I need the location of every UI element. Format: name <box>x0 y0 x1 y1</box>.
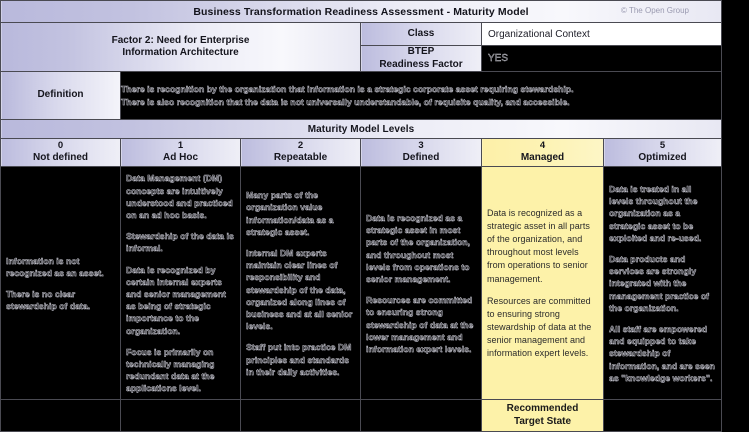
level-body-row: Information is not recognized as an asse… <box>0 166 723 400</box>
maturity-model-sheet: Business Transformation Readiness Assess… <box>0 0 723 432</box>
level-name-1: Ad Hoc <box>163 152 198 164</box>
btep-label-cell: BTEP Readiness Factor <box>360 45 482 72</box>
level-1-para-3: Focus is primarily on technically managi… <box>126 346 215 394</box>
level-name-5: Optimized <box>638 152 687 164</box>
level-body-2: Many parts of the organization value inf… <box>240 166 361 400</box>
factor-label-line2: Information Architecture <box>122 47 239 58</box>
page-title: Business Transformation Readiness Assess… <box>193 5 529 18</box>
level-footer-4: Recommended Target State <box>481 398 604 432</box>
factor-row-btep: BTEP Readiness Factor YES <box>1 45 723 72</box>
level-footer-5 <box>602 398 723 432</box>
definition-row: Definition There is recognition by the o… <box>0 70 723 121</box>
definition-line-2: There is also recognition that the data … <box>121 97 570 108</box>
level-5-para-1: Data products and services are strongly … <box>609 254 709 313</box>
factor-label-line1: Factor 2: Need for Enterprise <box>111 34 250 46</box>
class-value: Organizational Context <box>488 28 590 40</box>
class-label-cell: Class <box>360 22 482 46</box>
level-2-para-1: Internal DM experts maintain clear lines… <box>246 247 353 332</box>
level-header-4[interactable]: 4 Managed <box>481 138 604 168</box>
title-row: Business Transformation Readiness Assess… <box>0 0 723 23</box>
level-2-para-2: Staff put into practice DM principles an… <box>246 342 352 377</box>
level-body-5: Data is treated in all levels throughout… <box>602 166 723 400</box>
level-body-4: Data is recognized as a strategic asset … <box>481 166 604 400</box>
class-value-cell: Organizational Context <box>480 22 723 46</box>
document-title-cell: Business Transformation Readiness Assess… <box>0 0 723 23</box>
level-1-para-1: Stewardship of the data is informal. <box>126 231 234 254</box>
class-label: Class <box>407 27 435 39</box>
level-number-2: 2 <box>297 140 304 152</box>
level-header-3[interactable]: 3 Defined <box>360 138 482 168</box>
level-0-para-0: Information is not recognized as an asse… <box>6 255 104 278</box>
definition-label: Definition <box>37 89 84 101</box>
level-number-5: 5 <box>659 140 666 152</box>
level-footer-1 <box>120 398 241 432</box>
copyright-notice: © The Open Group <box>621 6 690 15</box>
level-footer-0 <box>0 398 121 432</box>
level-number-3: 3 <box>418 140 424 152</box>
level-body-1: Data Management (DM) concepts are intuit… <box>120 166 241 400</box>
recommended-target-state-line2: Target State <box>513 416 572 428</box>
level-number-0: 0 <box>57 140 64 152</box>
level-header-5[interactable]: 5 Optimized <box>602 138 723 168</box>
recommended-target-state-line1: Recommended <box>506 403 579 415</box>
definition-line-1: There is recognition by the organization… <box>121 84 574 94</box>
level-3-para-0: Data is recognized as a strategic asset … <box>366 212 470 284</box>
level-4-para-1: Resources are committed to ensuring stro… <box>487 295 592 358</box>
level-2-para-0: Many parts of the organization value inf… <box>246 190 334 237</box>
btep-value: YES <box>488 53 509 64</box>
level-name-2: Repeatable <box>273 152 328 164</box>
definition-label-cell: Definition <box>0 70 121 121</box>
level-1-para-0: Data Management (DM) concepts are intuit… <box>126 173 233 221</box>
maturity-model-table: Business Transformation Readiness Assess… <box>0 0 723 432</box>
level-header-1[interactable]: 1 Ad Hoc <box>120 138 241 168</box>
level-number-4: 4 <box>539 140 546 152</box>
level-body-0: Information is not recognized as an asse… <box>0 166 121 400</box>
level-0-para-1: There is no clear stewardship of data. <box>6 289 91 312</box>
level-header-2[interactable]: 2 Repeatable <box>240 138 361 168</box>
levels-banner-label: Maturity Model Levels <box>307 123 415 135</box>
level-header-row: 0 Not defined 1 Ad Hoc 2 Repeatable 3 De… <box>0 138 723 168</box>
level-1-para-2: Data is recognized by certain internal e… <box>126 264 226 336</box>
level-5-para-0: Data is treated in all levels throughout… <box>609 184 702 243</box>
level-body-3: Data is recognized as a strategic asset … <box>360 166 482 400</box>
level-footer-3 <box>360 398 482 432</box>
target-state-row: Recommended Target State <box>0 398 723 432</box>
btep-label-line2: Readiness Factor <box>379 58 463 70</box>
level-name-3: Defined <box>402 152 440 164</box>
level-name-4: Managed <box>520 152 565 164</box>
level-header-0[interactable]: 0 Not defined <box>0 138 121 168</box>
level-number-1: 1 <box>177 140 184 152</box>
level-3-para-1: Resources are committed to ensuring stro… <box>366 295 474 354</box>
levels-banner-cell: Maturity Model Levels <box>0 119 723 140</box>
factor-row-class: Factor 2: Need for Enterprise Informatio… <box>0 22 723 72</box>
level-footer-2 <box>240 398 361 432</box>
level-4-para-0: Data is recognized as a strategic asset … <box>487 208 590 284</box>
level-name-0: Not defined <box>33 152 88 164</box>
factor-name-cell: Factor 2: Need for Enterprise Informatio… <box>0 22 361 72</box>
btep-label-line1: BTEP <box>407 46 435 57</box>
level-5-para-2: All staff are empowered and equipped to … <box>609 324 715 383</box>
levels-banner-row: Maturity Model Levels <box>0 119 723 140</box>
btep-value-cell: YES <box>480 45 723 72</box>
definition-value-cell: There is recognition by the organization… <box>119 70 723 121</box>
